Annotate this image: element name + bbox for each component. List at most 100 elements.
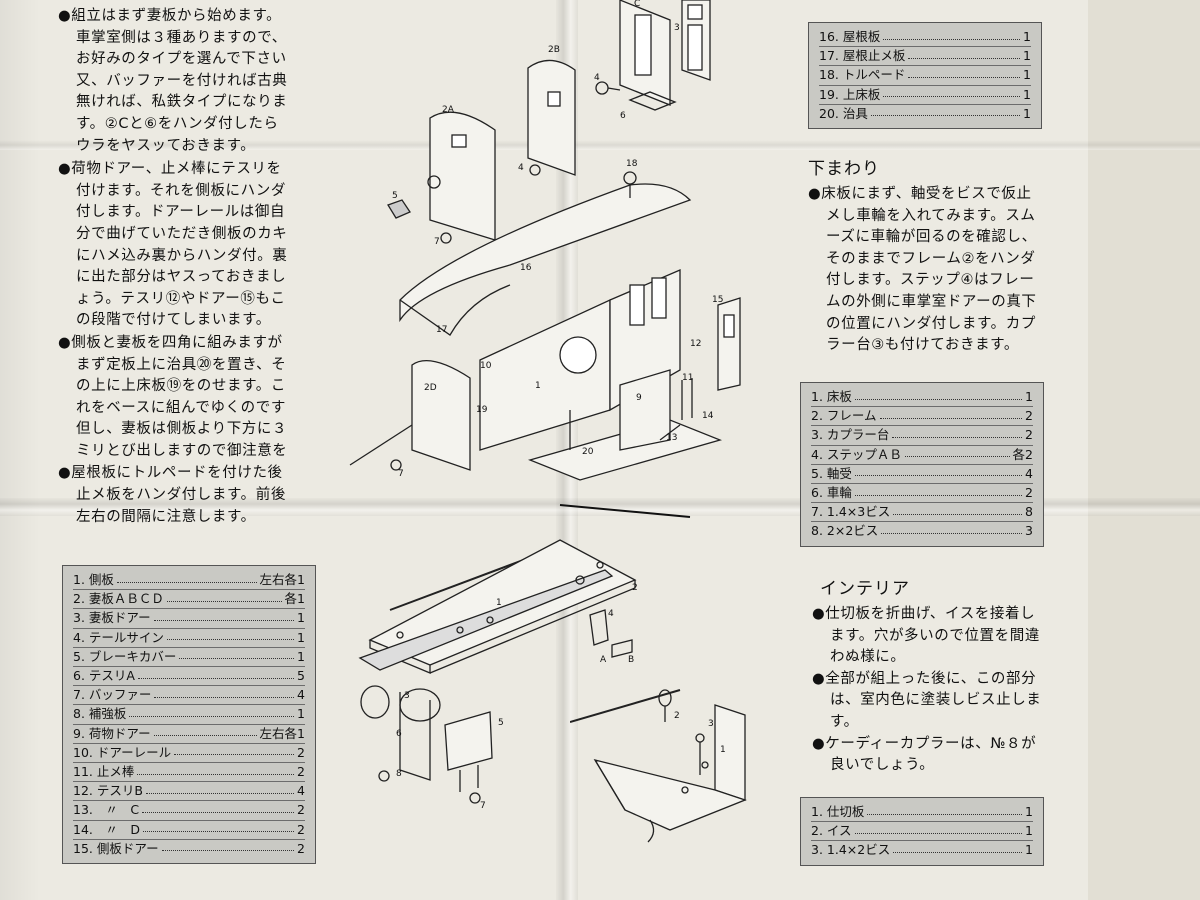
text-line: 又、バッファーを付ければ古典 (76, 72, 288, 89)
text-line: そのままでフレーム②をハンダ (826, 250, 1036, 267)
part-quantity: 3 (1025, 523, 1033, 539)
leader-dots (908, 50, 1021, 59)
leader-dots (143, 823, 295, 833)
leader-dots (174, 746, 295, 756)
assembly-step-2: ●荷物ドアー、止メ棒にテスリを付けます。それを側板にハンダ付します。ドアーレール… (58, 159, 358, 332)
part-name: 14. 〃 D (73, 821, 141, 837)
svg-text:2: 2 (632, 583, 638, 593)
text-line: ●荷物ドアー、止メ棒にテスリを (58, 161, 282, 178)
leader-dots (166, 631, 295, 641)
part-quantity: 5 (297, 668, 305, 684)
part-quantity: 各1 (284, 591, 305, 607)
leader-dots (142, 804, 295, 814)
part-quantity: 4 (297, 783, 305, 799)
part-quantity: 2 (297, 764, 305, 780)
part-name: 5. ブレーキカバー (73, 648, 177, 664)
leader-dots (870, 107, 1021, 117)
leader-dots (879, 410, 1023, 419)
text-line: ょう。テスリ⑫やドアー⑮もこ (76, 290, 286, 307)
leader-dots (881, 525, 1023, 535)
undercarriage-section: 下まわり ●床板にまず、軸受をビスで仮止メし車輪を入れてみます。スムーズに車輪が… (808, 158, 1068, 357)
svg-text:18: 18 (626, 159, 638, 169)
svg-text:6: 6 (396, 729, 402, 739)
assembly-instructions: ●組立はまず妻板から始めます。車掌室側は３種ありますので、お好みのタイプを選んで… (58, 6, 358, 528)
part-quantity: 左右各1 (259, 572, 305, 587)
text-line: 無ければ、私鉄タイプになりま (76, 94, 288, 111)
svg-text:5: 5 (498, 718, 504, 728)
part-quantity: 1 (1025, 842, 1033, 858)
svg-text:11: 11 (682, 373, 693, 383)
svg-text:7: 7 (480, 801, 486, 811)
part-quantity: 4 (1025, 465, 1033, 481)
text-line: メし車輪を入れてみます。スム (826, 207, 1036, 224)
text-line: 付します。ドアーレールは御自 (76, 204, 286, 221)
leader-dots (145, 785, 295, 794)
part-quantity: 1 (1023, 86, 1031, 102)
fold-line-upper (0, 140, 1200, 150)
svg-text:12: 12 (690, 339, 701, 349)
text-line: 但し、妻板は側板より下方に３ (76, 421, 288, 438)
text-line: ●側板と妻板を四角に組みますが (58, 334, 283, 351)
part-name: 1. 仕切板 (811, 804, 865, 819)
svg-text:5: 5 (392, 191, 398, 201)
text-line: 車掌室側は３種ありますので、 (76, 29, 287, 46)
text-line: れをベースに組んでゆくのです (76, 399, 286, 416)
parts-row: 14. 〃 D 2 (73, 821, 305, 840)
parts-row: 12. テスリB 4 (73, 782, 305, 802)
paper-shadow (0, 0, 40, 900)
exploded-floor-diagram: 1 2 3 4 A B 5 6 7 8 (358, 539, 638, 811)
part-quantity: 1 (297, 648, 305, 664)
text-line: 左右の間隔に注意します。 (76, 508, 256, 525)
text-line: す。②Cと⑥をハンダ付したら (76, 115, 279, 132)
part-quantity: 1 (1023, 48, 1031, 64)
assembly-step-3: ●側板と妻板を四角に組みますがまず定板上に治具⑳を置き、その上に上床板⑲をのせま… (58, 333, 358, 463)
part-quantity: 4 (297, 687, 305, 703)
part-name: 2. フレーム (811, 408, 877, 424)
text-line: の位置にハンダ付します。カプ (826, 315, 1036, 332)
text-line: にハメ込み裏からハンダ付。裏 (76, 247, 288, 264)
text-line: 付けます。それを側板にハンダ (76, 182, 286, 199)
parts-row: 5. ブレーキカバー 1 (73, 648, 305, 668)
text-line: ●床板にまず、軸受をビスで仮止 (808, 186, 1032, 202)
part-name: 4. ステップＡＢ (811, 446, 902, 462)
svg-text:3: 3 (708, 719, 714, 729)
svg-text:14: 14 (702, 411, 714, 421)
svg-text:2: 2 (674, 711, 680, 721)
paper-right-edge (1088, 0, 1200, 900)
svg-text:8: 8 (396, 769, 402, 779)
part-name: 6. 車輪 (811, 485, 852, 501)
leader-dots (883, 31, 1021, 40)
leader-dots (854, 467, 1023, 477)
part-quantity: 2 (297, 821, 305, 837)
part-name: 12. テスリB (73, 783, 143, 799)
text-line: ラー台③も付けておきます。 (826, 337, 1019, 354)
part-quantity: 左右各1 (259, 725, 305, 741)
text-line: 分で曲げていただき側板のカキ (76, 225, 288, 242)
part-quantity: 1 (1023, 29, 1031, 44)
leader-dots (161, 842, 295, 852)
text-line: ウラをヤスッておきます。 (76, 137, 256, 154)
svg-text:19: 19 (476, 405, 488, 415)
leader-dots (904, 448, 1010, 458)
svg-text:A: A (600, 655, 607, 665)
text-line: ●屋根板にトルペードを付けた後 (58, 465, 283, 482)
interior-diagram: 1 2 3 (570, 689, 747, 843)
part-name: 15. 側板ドアー (73, 840, 159, 856)
